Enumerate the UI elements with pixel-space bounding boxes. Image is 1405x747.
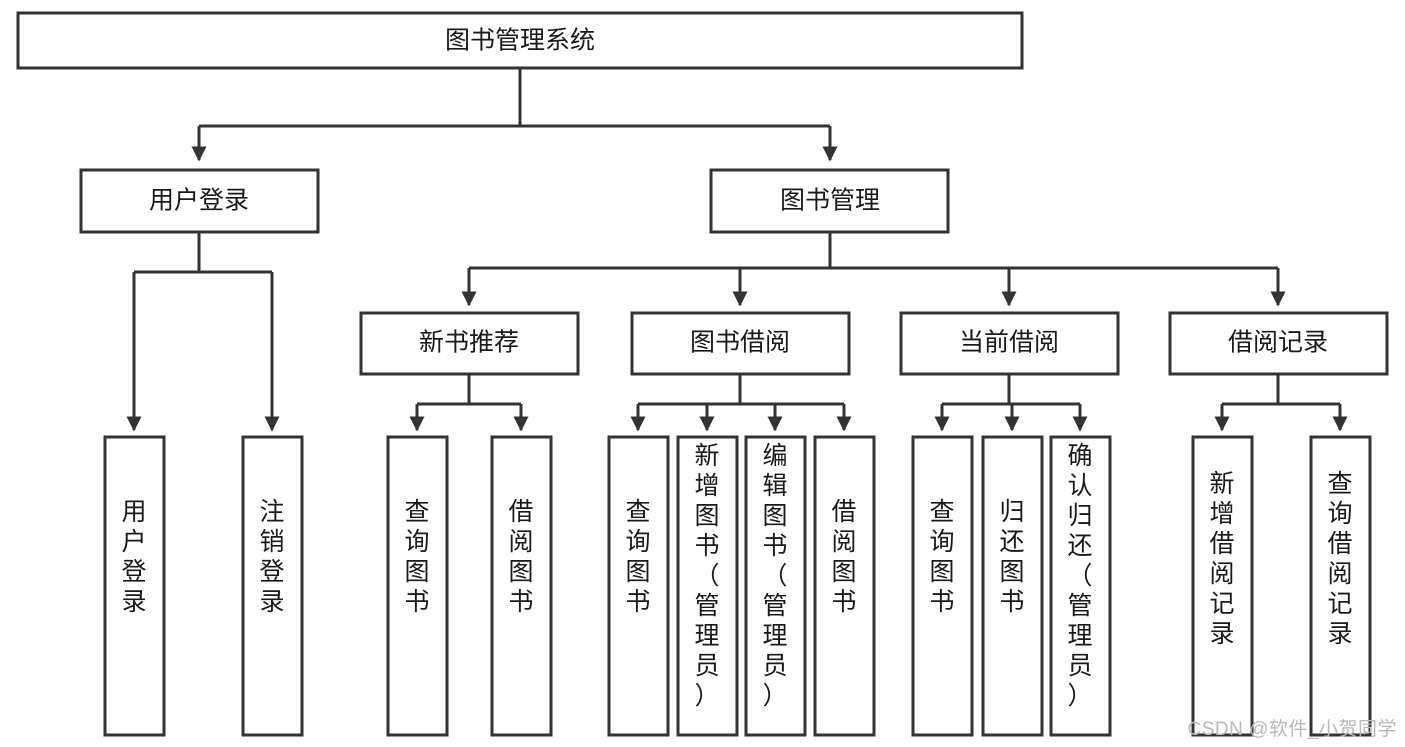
node-leaf-confirm-return[interactable]: 确认归还（管理员） <box>1049 435 1112 737</box>
node-leaf-return-book[interactable]: 归还图书 <box>981 435 1044 737</box>
node-current-borrow[interactable]: 当前借阅 <box>899 311 1120 376</box>
node-leaf-borrow-book-2[interactable]: 借阅图书 <box>813 435 876 737</box>
node-leaf-logout-box[interactable] <box>241 435 304 737</box>
node-book-manage-box[interactable] <box>709 168 950 234</box>
node-leaf-logout[interactable]: 注销登录 <box>241 435 304 737</box>
node-leaf-query-book-3-label: 查询图书 <box>929 498 954 616</box>
node-leaf-borrow-book-2-box[interactable] <box>813 435 876 737</box>
node-new-book-rec-box[interactable] <box>359 311 580 376</box>
node-user-login[interactable]: 用户登录 <box>79 168 320 234</box>
node-leaf-borrow-book-1-box[interactable] <box>490 435 553 737</box>
node-group: 图书管理系统 用户登录 图书管理 新书推荐 图书借阅 当前 <box>16 11 1389 737</box>
node-leaf-query-book-1-box[interactable] <box>386 435 449 737</box>
node-leaf-borrow-book-1[interactable]: 借阅图书 <box>490 435 553 737</box>
node-root-label: 图书管理系统 <box>445 27 595 55</box>
node-book-borrow-box[interactable] <box>630 311 851 376</box>
node-leaf-confirm-return-label: 确认归还（管理员） <box>1067 442 1092 710</box>
node-new-book-rec-label: 新书推荐 <box>419 329 519 357</box>
node-leaf-query-book-2-label: 查询图书 <box>625 498 650 616</box>
node-user-login-label: 用户登录 <box>149 187 249 215</box>
node-current-borrow-label: 当前借阅 <box>959 329 1059 357</box>
node-leaf-query-book-3[interactable]: 查询图书 <box>911 435 974 737</box>
node-root[interactable]: 图书管理系统 <box>16 11 1024 70</box>
node-leaf-query-record-box[interactable] <box>1309 435 1372 737</box>
node-current-borrow-box[interactable] <box>899 311 1120 376</box>
node-borrow-record-box[interactable] <box>1168 311 1389 376</box>
node-leaf-confirm-return-box[interactable] <box>1049 435 1112 737</box>
node-leaf-user-login-box[interactable] <box>103 435 166 737</box>
node-borrow-record[interactable]: 借阅记录 <box>1168 311 1389 376</box>
node-leaf-borrow-book-2-label: 借阅图书 <box>831 498 856 616</box>
node-new-book-rec[interactable]: 新书推荐 <box>359 311 580 376</box>
node-leaf-query-record-label: 查询借阅记录 <box>1327 470 1352 648</box>
node-book-borrow-label: 图书借阅 <box>690 329 790 357</box>
node-leaf-add-record[interactable]: 新增借阅记录 <box>1191 435 1254 737</box>
connector-group <box>126 68 1348 432</box>
node-leaf-query-book-2[interactable]: 查询图书 <box>607 435 670 737</box>
node-leaf-query-book-1[interactable]: 查询图书 <box>386 435 449 737</box>
node-book-manage[interactable]: 图书管理 <box>709 168 950 234</box>
node-leaf-user-login-label: 用户登录 <box>121 498 146 616</box>
node-leaf-add-book[interactable]: 新增图书（管理员） <box>676 435 739 737</box>
node-leaf-return-book-label: 归还图书 <box>999 498 1024 616</box>
node-leaf-borrow-book-1-label: 借阅图书 <box>508 498 533 616</box>
node-leaf-edit-book-label: 编辑图书（管理员） <box>762 442 787 710</box>
node-user-login-box[interactable] <box>79 168 320 234</box>
node-borrow-record-label: 借阅记录 <box>1228 329 1328 357</box>
node-leaf-add-record-label: 新增借阅记录 <box>1209 470 1234 648</box>
node-leaf-add-record-box[interactable] <box>1191 435 1254 737</box>
node-leaf-logout-label: 注销登录 <box>259 498 284 616</box>
node-leaf-query-record[interactable]: 查询借阅记录 <box>1309 435 1372 737</box>
node-leaf-return-book-box[interactable] <box>981 435 1044 737</box>
node-book-borrow[interactable]: 图书借阅 <box>630 311 851 376</box>
node-leaf-edit-book-box[interactable] <box>744 435 807 737</box>
node-leaf-add-book-box[interactable] <box>676 435 739 737</box>
node-leaf-edit-book[interactable]: 编辑图书（管理员） <box>744 435 807 737</box>
node-leaf-add-book-label: 新增图书（管理员） <box>694 442 719 710</box>
node-root-box[interactable] <box>16 11 1024 70</box>
node-leaf-query-book-2-box[interactable] <box>607 435 670 737</box>
node-leaf-query-book-1-label: 查询图书 <box>404 498 429 616</box>
node-leaf-user-login[interactable]: 用户登录 <box>103 435 166 737</box>
node-leaf-query-book-3-box[interactable] <box>911 435 974 737</box>
node-book-manage-label: 图书管理 <box>780 187 880 215</box>
